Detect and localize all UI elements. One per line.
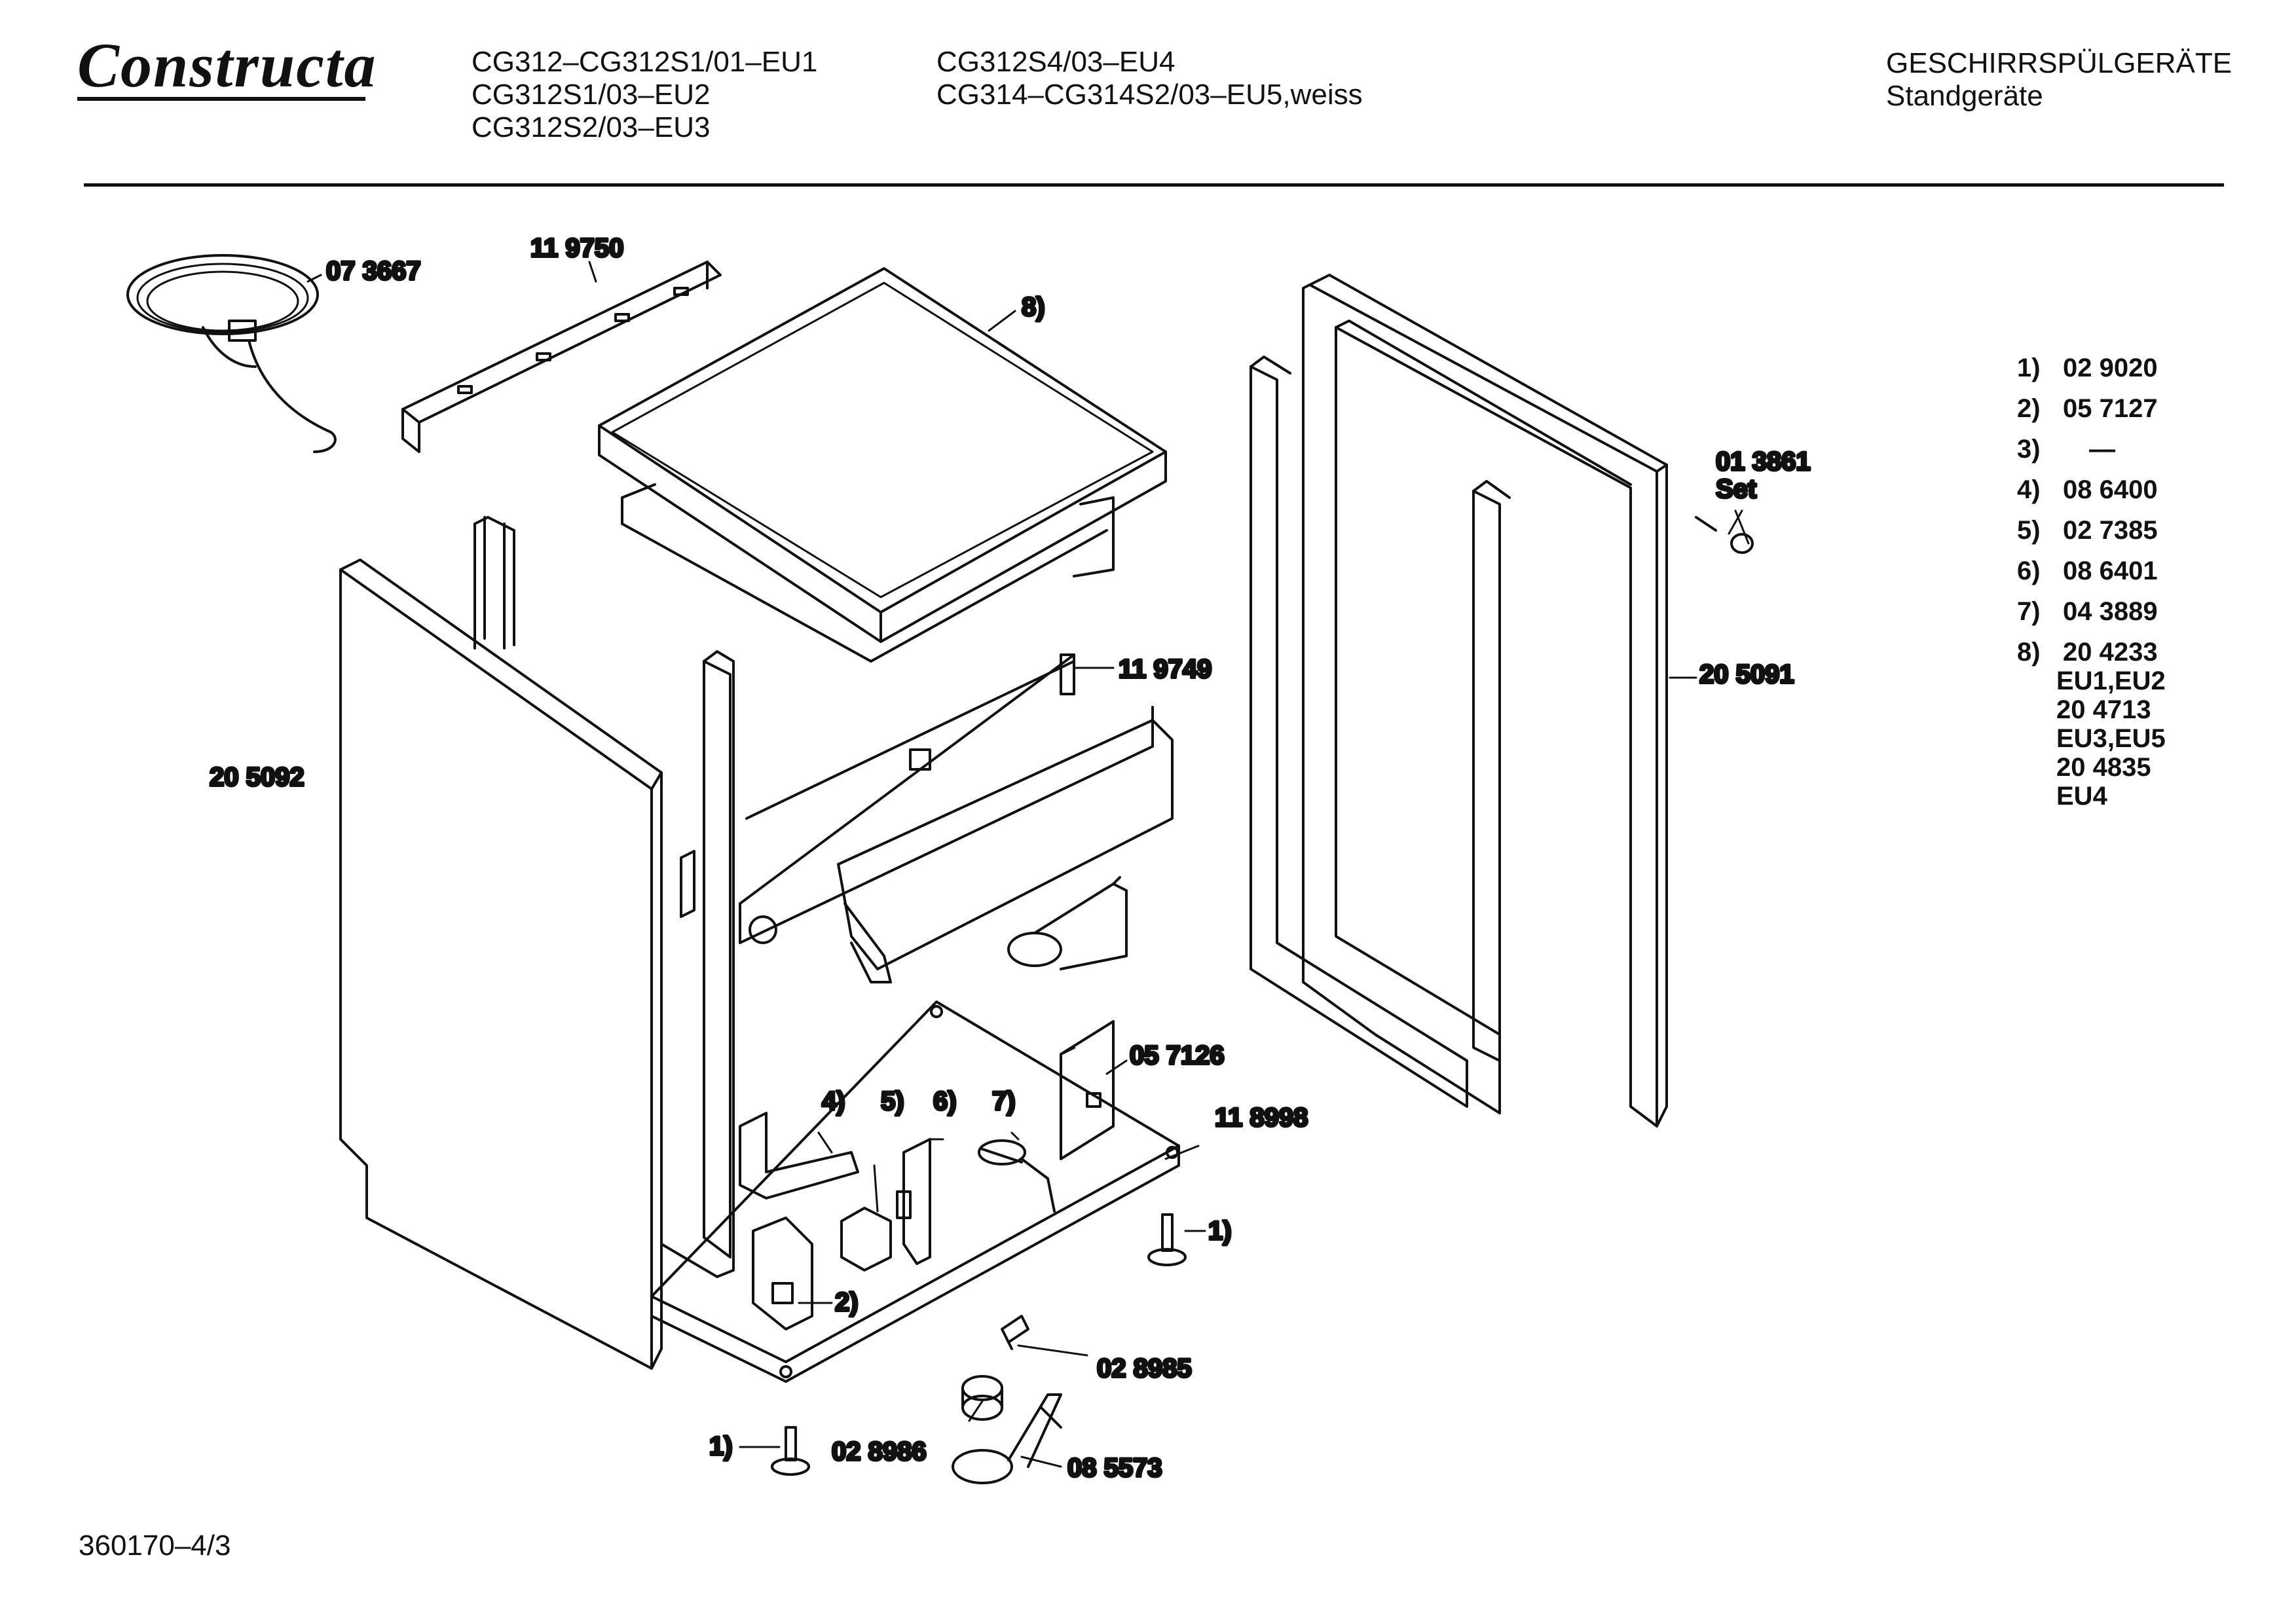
- legend-part: 20 4233: [2063, 638, 2158, 667]
- label-worktop: 8): [1022, 293, 1045, 321]
- label-item-2: 2): [835, 1288, 859, 1317]
- model-list-2: CG312S4/03–EU4 CG314–CG314S2/03–EU5,weis…: [936, 46, 1363, 111]
- label-foot-right: 1): [1208, 1217, 1232, 1245]
- right-door-frame: [1302, 274, 1668, 1127]
- category-title: GESCHIRRSPÜLGERÄTE: [1886, 47, 2232, 79]
- legend-row: 4) 08 6400: [2017, 475, 2166, 504]
- legend-part: 05 7127: [2063, 394, 2158, 423]
- screw-set: [1695, 516, 1754, 554]
- legend-number: 3): [2017, 435, 2041, 464]
- brand-logo: Constructa: [77, 30, 377, 100]
- label-item-4: 4): [822, 1087, 845, 1116]
- legend-row: 5) 02 7385: [2017, 516, 2166, 545]
- legend-row: 8) 20 4233: [2017, 638, 2166, 667]
- label-left-panel: 20 5092: [210, 763, 305, 792]
- leader-lines: [306, 261, 1750, 1468]
- legend-part: 02 7385: [2063, 516, 2158, 545]
- label-float: 02 8986: [832, 1437, 927, 1466]
- legend-variant: EU3,EU5: [2056, 724, 2166, 753]
- model-line: CG312S1/03–EU2: [472, 79, 711, 111]
- drawing-code: 360170–4/3: [79, 1530, 231, 1562]
- legend-number: 5): [2017, 516, 2041, 545]
- model-line: CG312S2/03–EU3: [472, 111, 711, 143]
- legend-number: 8): [2017, 638, 2041, 667]
- legend-part: 08 6400: [2063, 475, 2158, 504]
- top-rail: [401, 261, 722, 453]
- legend-row: 1) 02 9020: [2017, 354, 2166, 382]
- item-2-bracket: [752, 1217, 813, 1330]
- label-set-number: 01 3861: [1716, 447, 1811, 476]
- switch: [1001, 1315, 1029, 1350]
- label-right-frame: 20 5091: [1699, 660, 1794, 689]
- right-side-post: [1250, 356, 1468, 1108]
- model-line: CG312S4/03–EU4: [936, 46, 1176, 78]
- legend-part: 04 3889: [2063, 597, 2158, 626]
- label-crossbar: 11 9749: [1119, 655, 1212, 684]
- label-base: 11 8998: [1215, 1103, 1308, 1132]
- legend-number: 4): [2017, 475, 2041, 504]
- legend-row: 7) 04 3889: [2017, 597, 2166, 626]
- legend-variant: 20 4835: [2056, 753, 2151, 782]
- right-inner-post: [1472, 480, 1511, 1062]
- label-set-word: Set: [1716, 475, 1756, 504]
- header-rule: [84, 183, 2224, 187]
- leveling-foot-right: [1147, 1213, 1187, 1266]
- worktop: [598, 267, 1167, 663]
- model-line: CG312–CG312S1/01–EU1: [472, 46, 818, 78]
- legend-number: 2): [2017, 394, 2041, 423]
- legend-row: 3) —: [2017, 435, 2166, 464]
- base-tray: [650, 1000, 1180, 1383]
- legend-variant: EU1,EU2: [2056, 667, 2166, 695]
- power-cord: [126, 254, 337, 453]
- label-float-holder: 08 5573: [1067, 1454, 1162, 1482]
- category-subtitle: Standgeräte: [1886, 80, 2043, 112]
- label-item-5: 5): [881, 1087, 904, 1116]
- hose-connector: [1007, 876, 1128, 970]
- legend-part: 02 9020: [2063, 354, 2158, 382]
- legend-row: 2) 05 7127: [2017, 394, 2166, 423]
- label-item-6: 6): [933, 1087, 957, 1116]
- label-bracket: 05 7126: [1130, 1041, 1225, 1070]
- legend-number: 6): [2017, 557, 2041, 585]
- category: GESCHIRRSPÜLGERÄTE Standgeräte: [1886, 47, 2232, 113]
- model-line: CG314–CG314S2/03–EU5,weiss: [936, 79, 1363, 111]
- float: [961, 1375, 1003, 1421]
- leveling-foot-left: [771, 1426, 810, 1476]
- front-post: [660, 650, 735, 1278]
- label-top-rail: 11 9750: [530, 234, 623, 263]
- brand-underline: [77, 97, 365, 101]
- label-foot-left: 1): [709, 1432, 733, 1461]
- left-side-panel: [339, 559, 663, 1370]
- legend-row: 6) 08 6401: [2017, 557, 2166, 585]
- label-switch: 02 8985: [1097, 1354, 1192, 1383]
- legend-variant: EU4: [2056, 782, 2107, 811]
- legend-part: —: [2089, 435, 2115, 464]
- crossbar: [739, 653, 1174, 983]
- bracket: [1060, 1020, 1115, 1160]
- left-front-post: [473, 516, 515, 650]
- label-power-cord: 07 3667: [326, 257, 421, 285]
- legend-variant: 20 4713: [2056, 695, 2151, 724]
- float-holder: [952, 1393, 1062, 1484]
- model-list-1: CG312–CG312S1/01–EU1 CG312S1/03–EU2 CG31…: [472, 46, 817, 144]
- legend-variants: EU1,EU2 20 4713 EU3,EU5 20 4835 EU4: [2017, 667, 2166, 811]
- legend-number: 7): [2017, 597, 2041, 626]
- label-item-7: 7): [992, 1087, 1016, 1116]
- legend-number: 1): [2017, 354, 2041, 382]
- parts-legend: 1) 02 9020 2) 05 7127 3) — 4) 08 6400 5) 02 7…: [2017, 354, 2166, 811]
- small-parts: [739, 1112, 1056, 1272]
- legend-part: 08 6401: [2063, 557, 2158, 585]
